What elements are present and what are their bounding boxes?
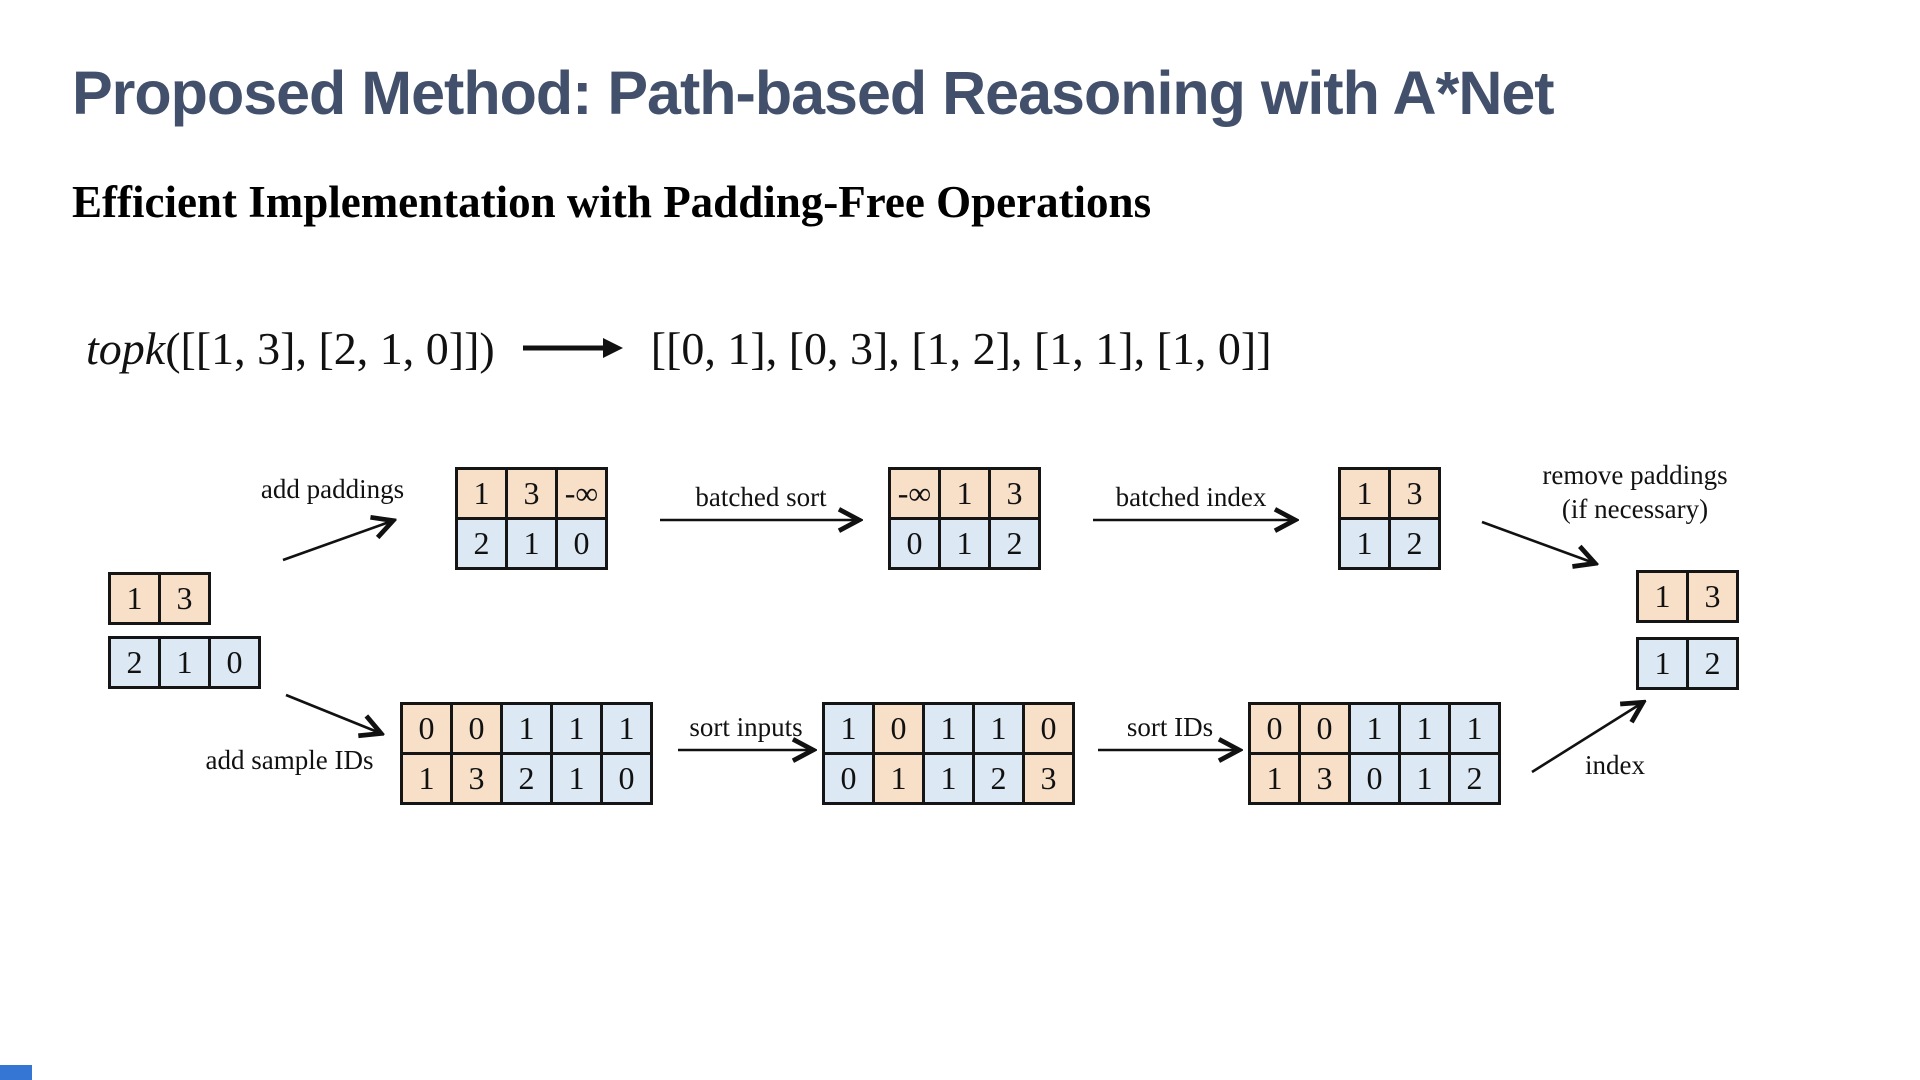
label-remove-paddings-line2: (if necessary) [1561,494,1709,524]
matrix-cell: 2 [108,636,161,689]
matrix-cell: -∞ [555,467,608,520]
matrix-cell: 1 [1248,752,1301,805]
label-batched-index: batched index [1115,482,1267,512]
matrix-cell: 1 [922,702,975,755]
matrix-cell: 1 [1348,702,1401,755]
formula-arguments: ([[1, 3], [2, 1, 0]]) [165,322,495,374]
matrix-cell: 3 [1298,752,1351,805]
slide-subtitle: Efficient Implementation with Padding-Fr… [72,177,1152,227]
matrix-cell: 1 [455,467,508,520]
matrix-cell: 3 [158,572,211,625]
label-batched-sort: batched sort [695,482,827,512]
matrix-cell: 1 [938,467,991,520]
matrix-cell: 1 [872,752,925,805]
matrix-cell: 1 [400,752,453,805]
matrix-cell: 3 [1388,467,1441,520]
matrix-cell: 1 [1636,570,1689,623]
matrix-cell: 1 [108,572,161,625]
matrix-cell: 0 [888,517,941,570]
matrix-cell: 2 [500,752,553,805]
arrow-remove-paddings [1481,520,1594,563]
label-remove-paddings: remove paddings (if necessary) [1505,458,1765,526]
matrix-cell: 3 [1686,570,1739,623]
matrix-cell: 0 [600,752,653,805]
matrix-cell: 1 [500,702,553,755]
label-sort-inputs: sort inputs [689,712,803,742]
arrow-add-sample-ids [285,693,380,733]
matrix-cell: 3 [505,467,558,520]
matrix-cell: 1 [1338,467,1391,520]
right-arrow-icon [522,338,623,358]
matrix-cell: -∞ [888,467,941,520]
matrix-cell: 0 [1298,702,1351,755]
matrix-cell: 2 [1448,752,1501,805]
matrix-cell: 1 [1398,702,1451,755]
matrix-cell: 1 [972,702,1025,755]
matrix-cell: 1 [158,636,211,689]
matrix-cell: 1 [938,517,991,570]
formula-function-name: topk [86,322,166,374]
label-remove-paddings-line1: remove paddings [1542,460,1728,490]
matrix-cell: 2 [1388,517,1441,570]
matrix-cell: 2 [455,517,508,570]
matrix-cell: 1 [922,752,975,805]
matrix-cell: 1 [1398,752,1451,805]
formula-result: [[0, 1], [0, 3], [1, 2], [1, 1], [1, 0]] [650,322,1272,374]
matrix-cell: 2 [1686,637,1739,690]
label-index: index [1585,750,1645,780]
topk-formula: topk([[1, 3], [2, 1, 0]]) [[0, 1], [0, 3… [86,316,1272,380]
matrix-cell: 1 [550,702,603,755]
slide-accent-bar [0,1065,32,1080]
matrix-cell: 0 [1248,702,1301,755]
label-sort-ids: sort IDs [1126,712,1214,742]
matrix-cell: 0 [400,702,453,755]
formula-call: topk([[1, 3], [2, 1, 0]]) [86,322,495,375]
matrix-cell: 0 [822,752,875,805]
matrix-cell: 1 [600,702,653,755]
matrix-cell: 1 [1636,637,1689,690]
matrix-cell: 0 [872,702,925,755]
matrix-cell: 0 [555,517,608,570]
matrix-cell: 0 [1348,752,1401,805]
matrix-cell: 0 [450,702,503,755]
matrix-cell: 1 [822,702,875,755]
arrow-add-paddings [282,521,392,562]
matrix-cell: 0 [208,636,261,689]
matrix-cell: 3 [450,752,503,805]
matrix-cell: 1 [1338,517,1391,570]
matrix-cell: 3 [1022,752,1075,805]
matrix-cell: 1 [1448,702,1501,755]
label-add-sample-ids: add sample IDs [205,745,374,775]
label-add-paddings: add paddings [260,474,405,504]
slide-title: Proposed Method: Path-based Reasoning wi… [72,59,1555,127]
matrix-cell: 1 [550,752,603,805]
matrix-cell: 3 [988,467,1041,520]
matrix-cell: 2 [988,517,1041,570]
matrix-cell: 1 [505,517,558,570]
matrix-cell: 2 [972,752,1025,805]
matrix-cell: 0 [1022,702,1075,755]
